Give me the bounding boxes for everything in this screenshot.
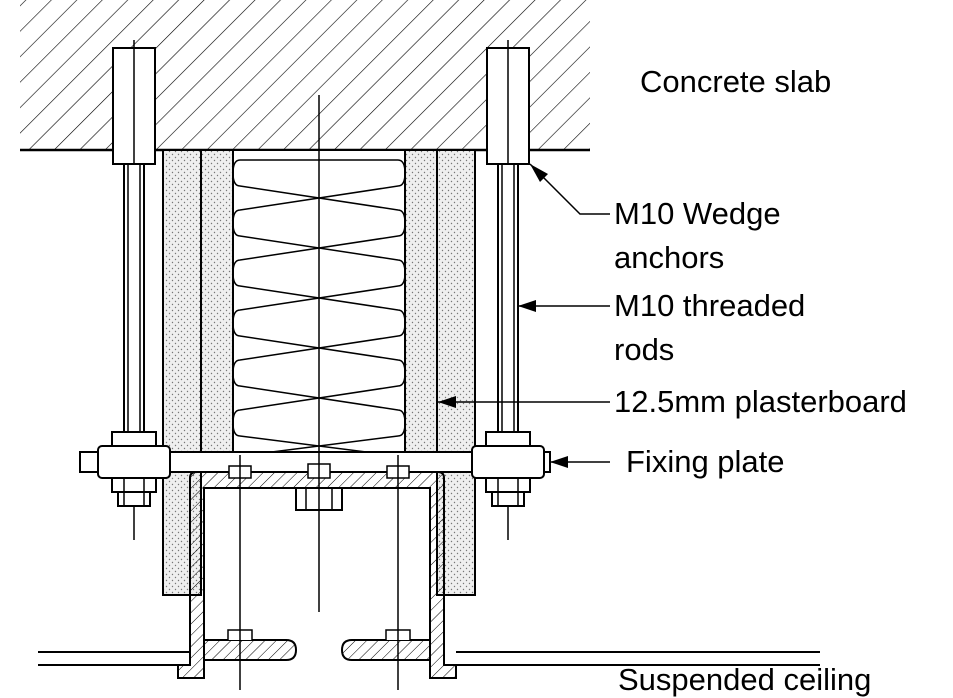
suspended-ceiling — [38, 651, 820, 666]
label-fixing-plate: Fixing plate — [626, 444, 785, 479]
steel-channel — [177, 463, 457, 679]
label-plasterboard: 12.5mm plasterboard — [614, 384, 907, 419]
leader-lines — [438, 163, 610, 468]
label-threaded-rods-line1: M10 threaded — [614, 288, 805, 323]
label-suspended-ceiling: Suspended ceiling — [618, 662, 871, 697]
wedge-anchor-left — [112, 40, 156, 170]
wedge-anchor-right — [486, 40, 530, 170]
label-wedge-anchors-line1: M10 Wedge — [614, 196, 781, 231]
centre-lines — [239, 95, 399, 690]
label-threaded-rods-line2: rods — [614, 332, 674, 367]
label-wedge-anchors-line2: anchors — [614, 240, 724, 275]
fixing-plate — [79, 431, 551, 507]
label-concrete-slab: Concrete slab — [640, 64, 831, 99]
